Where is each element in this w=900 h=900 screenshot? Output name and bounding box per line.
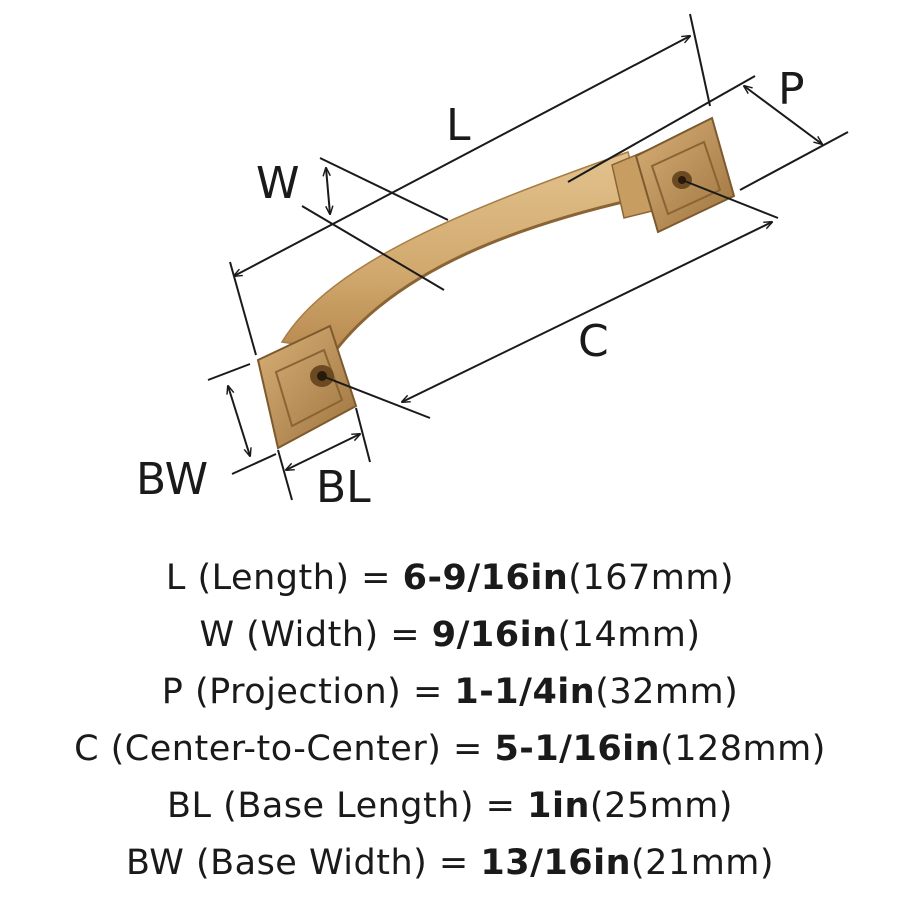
dim-P-extension-bottom: [739, 131, 849, 191]
spec-metric: (128mm): [660, 729, 826, 769]
spec-name: (Center-to-Center) =: [99, 729, 495, 769]
spec-value: 5-1/16in: [494, 729, 661, 769]
spec-base-width: BW (Base Width) = 13/16in(21mm): [0, 835, 900, 892]
spec-metric: (21mm): [631, 843, 775, 883]
dim-label-BL: BL: [316, 462, 371, 513]
spec-value: 6-9/16in: [402, 558, 569, 598]
dim-L-extension-right: [689, 13, 711, 107]
dim-BL-extension-left: [277, 449, 293, 501]
spec-center-to-center: C (Center-to-Center) = 5-1/16in(128mm): [0, 721, 900, 778]
spec-name: (Base Width) =: [184, 843, 481, 883]
spec-value: 1in: [527, 786, 590, 826]
spec-abbr: BL: [167, 786, 212, 826]
dim-W-extension-top: [319, 157, 449, 221]
spec-name: (Width) =: [234, 615, 432, 655]
spec-name: (Base Length) =: [211, 786, 528, 826]
spec-abbr: L: [165, 558, 186, 598]
spec-name: (Length) =: [185, 558, 403, 598]
spec-abbr: BW: [125, 843, 185, 883]
spec-width: W (Width) = 9/16in(14mm): [0, 607, 900, 664]
spec-abbr: W: [199, 615, 235, 655]
dim-P-arrow: [744, 86, 822, 144]
spec-value: 13/16in: [480, 843, 631, 883]
dim-BW-extension-bottom: [231, 453, 277, 475]
spec-metric: (14mm): [557, 615, 701, 655]
spec-name: (Projection) =: [183, 672, 455, 712]
dim-label-W: W: [256, 158, 300, 209]
dim-label-C: C: [578, 316, 609, 367]
handle-dimension-diagram: L W P C BW BL: [136, 13, 849, 513]
dim-BL-extension-right: [355, 407, 371, 463]
dim-label-BW: BW: [136, 454, 208, 505]
dim-label-L: L: [446, 100, 471, 151]
dim-C-extension-right: [681, 179, 779, 219]
dim-C-extension-left: [321, 375, 431, 419]
cabinet-pull-handle-illustration: [256, 116, 736, 450]
dimension-specs-list: L (Length) = 6-9/16in(167mm) W (Width) =…: [0, 550, 900, 892]
spec-abbr: C: [74, 729, 100, 769]
dim-C-arrow: [402, 222, 772, 402]
dim-label-P: P: [778, 64, 805, 115]
spec-metric: (25mm): [589, 786, 733, 826]
dim-L-extension-left: [229, 261, 257, 356]
dim-L-arrow: [234, 36, 690, 276]
dimension-lines: [207, 13, 849, 501]
spec-projection: P (Projection) = 1-1/4in(32mm): [0, 664, 900, 721]
spec-metric: (167mm): [568, 558, 735, 598]
spec-value: 9/16in: [431, 615, 558, 655]
dim-BW-arrow: [228, 386, 250, 456]
spec-metric: (32mm): [595, 672, 739, 712]
dim-P-extension-top: [567, 75, 756, 183]
spec-abbr: P: [161, 672, 184, 712]
spec-base-length: BL (Base Length) = 1in(25mm): [0, 778, 900, 835]
dim-BL-arrow: [286, 434, 360, 470]
spec-length: L (Length) = 6-9/16in(167mm): [0, 550, 900, 607]
dim-W-arrow: [326, 168, 330, 214]
dim-BW-extension-top: [207, 363, 251, 381]
spec-value: 1-1/4in: [454, 672, 596, 712]
